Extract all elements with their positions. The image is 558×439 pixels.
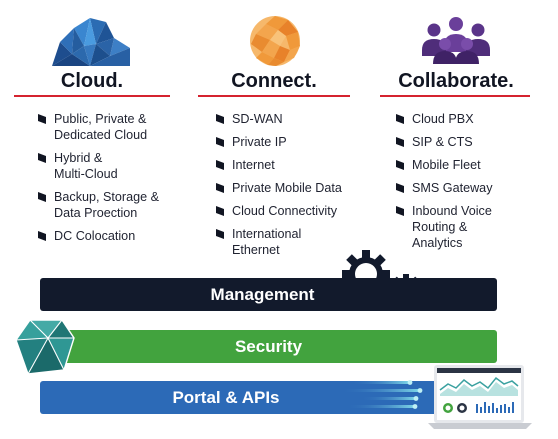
list-item: Private Mobile Data [216,180,366,196]
item-line: Backup, Storage & [54,190,160,204]
list-item: Mobile Fleet [396,157,536,173]
item-line: SMS Gateway [412,181,493,195]
bullet-icon [216,206,224,216]
collaborate-title: Collaborate. [398,70,514,92]
bullet-icon [38,153,46,163]
bullet-icon [216,229,224,239]
connect-divider [198,95,350,97]
list-item: Private IP [216,134,366,150]
list-item: SD-WAN [216,111,366,127]
list-item: Backup, Storage & Data Proection [38,189,178,221]
people-group-icon [418,16,494,66]
cloud-title: Cloud. [60,70,124,92]
bullet-icon [396,160,404,170]
collaborate-service-list: Cloud PBX SIP & CTS Mobile Fleet SMS Gat… [396,111,536,258]
bullet-icon [38,231,46,241]
security-bar: Security [40,330,497,363]
item-line: Private IP [232,135,287,149]
connect-service-list: SD-WAN Private IP Internet Private Mobil… [216,111,366,265]
item-line: Routing & [412,220,468,234]
bullet-icon [396,206,404,216]
bullet-icon [396,137,404,147]
list-item: SIP & CTS [396,134,536,150]
item-line: Internet [232,158,275,172]
item-line: Inbound Voice [412,204,492,218]
item-line: Hybrid & [54,151,103,165]
item-line: Analytics [412,236,463,250]
bullet-icon [396,183,404,193]
management-label: Management [210,284,315,304]
bullet-icon [216,183,224,193]
bullet-icon [38,192,46,202]
cloud-service-list: Public, Private & Dedicated Cloud Hybrid … [38,111,178,251]
list-item: Hybrid & Multi-Cloud [38,150,178,182]
speed-streaks-icon [340,375,440,420]
item-line: Private Mobile Data [232,181,342,195]
bullet-icon [216,114,224,124]
list-item: Cloud PBX [396,111,536,127]
item-line: Public, Private & [54,112,147,126]
portal-apis-label: Portal & APIs [172,387,280,407]
connect-title: Connect. [231,70,317,92]
connect-globe-icon [248,14,302,68]
cloud-icon [50,14,132,68]
management-bar: Management [40,278,497,311]
list-item: Internet [216,157,366,173]
item-line: SD-WAN [232,112,283,126]
shield-gem-icon [14,318,76,376]
item-line: Ethernet [232,243,280,257]
item-line: Multi-Cloud [54,167,118,181]
list-item: DC Colocation [38,228,178,244]
list-item: SMS Gateway [396,180,536,196]
security-label: Security [234,336,303,356]
bullet-icon [396,114,404,124]
item-line: International [232,227,302,241]
item-line: SIP & CTS [412,135,473,149]
item-line: Mobile Fleet [412,158,481,172]
item-line: Dedicated Cloud [54,128,148,142]
bullet-icon [216,137,224,147]
item-line: Cloud Connectivity [232,204,337,218]
bullet-icon [38,114,46,124]
item-line: Data Proection [54,206,138,220]
collaborate-divider [380,95,530,97]
item-line: DC Colocation [54,229,136,243]
item-line: Cloud PBX [412,112,474,126]
list-item: Cloud Connectivity [216,203,366,219]
bullet-icon [216,160,224,170]
dashboard-laptop-icon [428,364,532,430]
list-item: Public, Private & Dedicated Cloud [38,111,178,143]
cloud-divider [14,95,170,97]
